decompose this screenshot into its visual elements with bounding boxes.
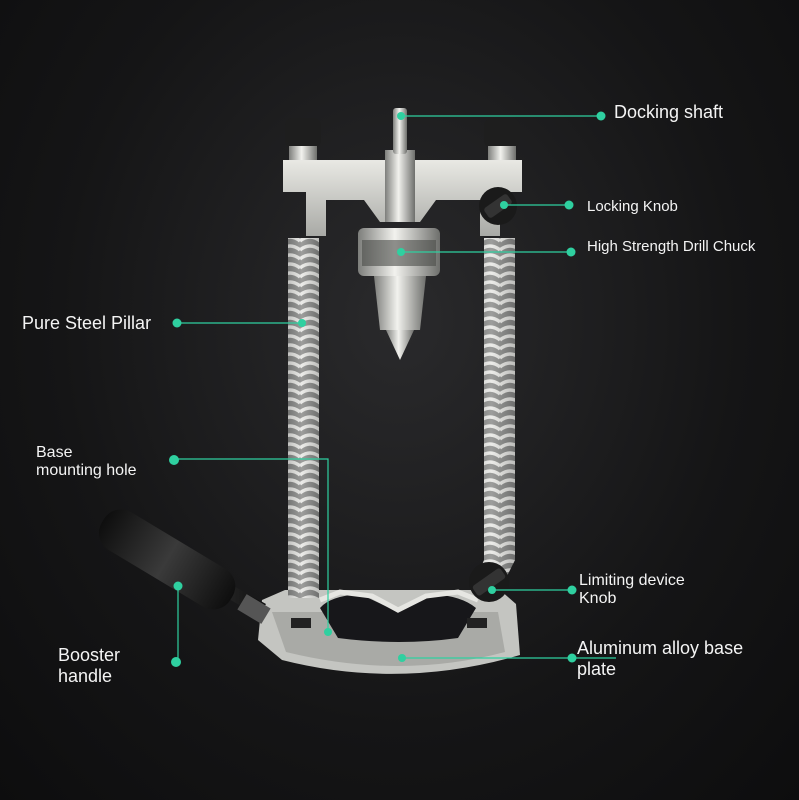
dot-drill-chuck-end: [566, 247, 576, 257]
label-limiting-knob-line1: Limiting device: [579, 572, 685, 589]
aluminum-base-plate: [258, 589, 520, 674]
dot-mounting-hole-end: [324, 628, 332, 636]
label-mounting-hole-line1: Base: [36, 444, 73, 461]
dot-booster-handle-start: [173, 581, 183, 591]
mounting-slot: [291, 618, 311, 628]
dot-locking-knob-start: [500, 201, 508, 209]
dot-mounting-hole-start: [169, 455, 179, 465]
label-mounting-hole: Base mounting hole: [36, 444, 137, 481]
label-drill-chuck: High Strength Drill Chuck: [587, 238, 756, 255]
dot-docking-shaft-start: [397, 112, 405, 120]
dot-steel-pillar-end: [298, 319, 306, 327]
label-booster-handle-line1: Booster: [58, 645, 121, 665]
label-mounting-hole-line2: mounting hole: [36, 462, 137, 480]
callout-lines: [176, 115, 616, 662]
dot-limiting-knob-start: [488, 586, 496, 594]
dot-booster-handle-end: [171, 657, 181, 667]
right-steel-pillar: [472, 118, 520, 590]
dot-base-plate-start: [398, 654, 406, 662]
label-base-plate: Aluminum alloy base plate: [577, 638, 743, 679]
dot-drill-chuck-start: [397, 248, 405, 256]
label-base-plate-line1: Aluminum alloy base: [577, 638, 744, 658]
dot-docking-shaft-end: [596, 111, 606, 121]
callout-dots: [169, 111, 606, 667]
limiting-device-knob: [469, 562, 509, 602]
label-base-plate-line2: plate: [577, 658, 617, 679]
dot-base-plate-end: [567, 653, 577, 663]
label-locking-knob: Locking Knob: [587, 198, 678, 215]
label-docking-shaft: Docking shaft: [614, 102, 724, 122]
dot-limiting-knob-end: [567, 585, 577, 595]
dot-locking-knob-end: [564, 200, 574, 210]
docking-shaft: [393, 108, 407, 154]
drill-chuck: [358, 228, 440, 360]
label-steel-pillar: Pure Steel Pillar: [22, 313, 152, 333]
top-frame: [283, 150, 522, 236]
left-steel-pillar: [285, 118, 321, 598]
label-booster-handle: Booster handle: [58, 645, 120, 686]
label-limiting-knob-line2: Knob: [579, 590, 617, 608]
booster-handle: [98, 509, 271, 624]
label-booster-handle-line2: handle: [58, 665, 113, 686]
callout-line-mounting-hole: [176, 458, 329, 632]
dot-steel-pillar-start: [172, 318, 182, 328]
locking-knob: [479, 187, 517, 225]
label-limiting-knob: Limiting device Knob: [579, 572, 685, 609]
